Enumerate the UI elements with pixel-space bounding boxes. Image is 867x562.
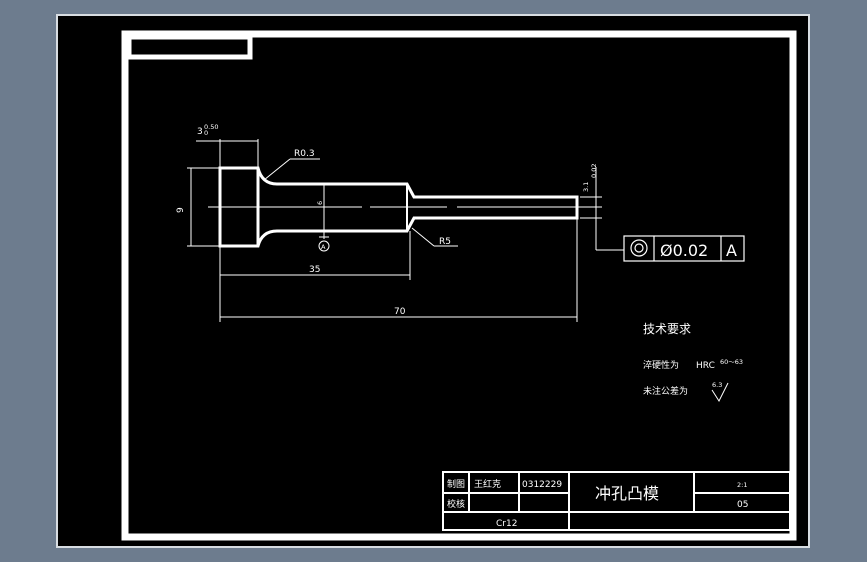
- leader-r03: [263, 158, 320, 181]
- dim-head-width-value: 3: [197, 127, 203, 137]
- title-block: [442, 471, 791, 531]
- surface-finish-icon: [711, 382, 729, 403]
- tech-req-line1-value: HRC: [696, 361, 715, 371]
- title-part-name: 冲孔凸模: [595, 484, 659, 503]
- tech-req-line1-range: 60～63: [720, 358, 743, 366]
- tolerance-value: Ø0.02: [660, 241, 708, 260]
- tech-req-line2-label: 未注公差为: [643, 385, 688, 397]
- datum-label: A: [321, 243, 326, 251]
- dim-pin-dia-value: 3.1: [582, 182, 590, 192]
- cad-viewport[interactable]: 3 0.50 0 R0.3 9 6 A R5: [56, 14, 810, 548]
- dim-length-total: 70: [394, 307, 406, 317]
- dim-r03: R0.3: [294, 149, 315, 159]
- title-check-label: 校核: [447, 498, 465, 510]
- dim-head-width: [196, 139, 259, 168]
- drawing-frame: [121, 30, 797, 541]
- tolerance-frame: [623, 235, 745, 262]
- dim-head-height: [187, 167, 220, 247]
- tech-req-title: 技术要求: [643, 322, 691, 336]
- title-scale: 2:1: [737, 481, 747, 489]
- leader-r5: [411, 227, 458, 247]
- dim-head-height-value: 9: [176, 207, 186, 213]
- title-drawing-number: 0312229: [522, 480, 562, 490]
- dim-head-width-tol: 0.50: [204, 123, 218, 131]
- dim-pin-dia: [580, 167, 624, 251]
- title-sheet: 05: [737, 500, 748, 510]
- datum-circle: [318, 240, 330, 252]
- title-material: Cr12: [496, 519, 517, 529]
- concentricity-icon: [630, 239, 648, 257]
- drawing-canvas: 3 0.50 0 R0.3 9 6 A R5: [121, 30, 797, 541]
- dim-pin-dia-tol: 0.02: [590, 164, 598, 178]
- corner-label-box: [126, 34, 253, 60]
- title-drawn-name: 王红克: [474, 478, 501, 490]
- tech-req-line1-label: 淬硬性为: [643, 359, 679, 371]
- dim-r5: R5: [439, 237, 451, 247]
- tech-req-line2-value: 6.3: [712, 381, 722, 389]
- title-drawn-label: 制图: [447, 478, 465, 490]
- tolerance-datum: A: [726, 241, 737, 260]
- dim-head-width-tol-low: 0: [204, 129, 208, 137]
- dim-lengths: [219, 218, 578, 322]
- dim-length-shaft: 35: [309, 265, 320, 275]
- dim-shaft-dia: 6: [316, 201, 324, 205]
